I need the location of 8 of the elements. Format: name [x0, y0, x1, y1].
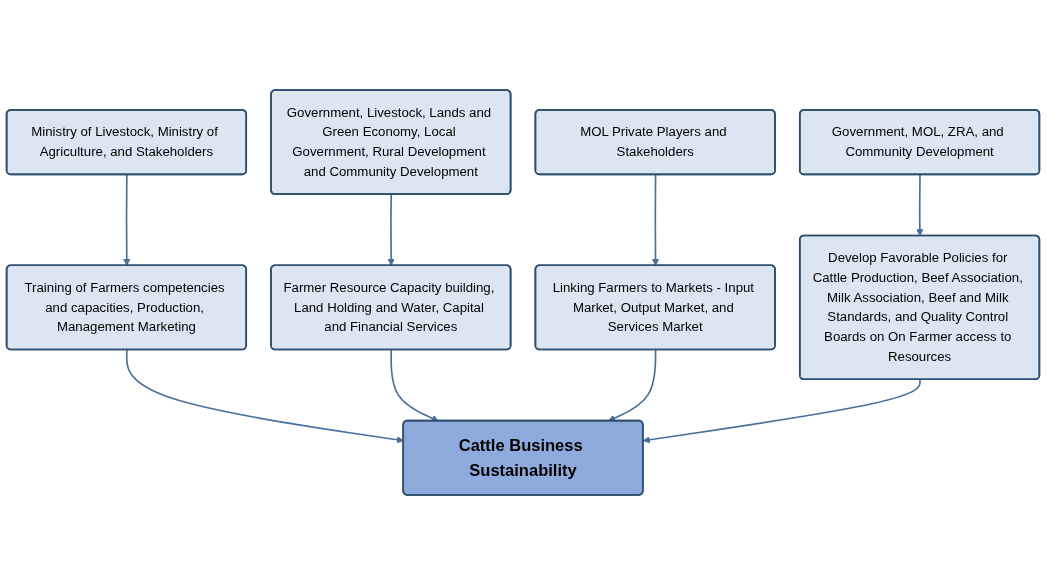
arrow: [387, 193, 395, 266]
arrow: [642, 378, 921, 444]
arrow: [390, 349, 439, 422]
arrow: [608, 349, 657, 422]
arrow: [123, 173, 131, 266]
arrow: [916, 173, 924, 237]
arrow: [651, 173, 660, 266]
arrow: [125, 349, 404, 444]
